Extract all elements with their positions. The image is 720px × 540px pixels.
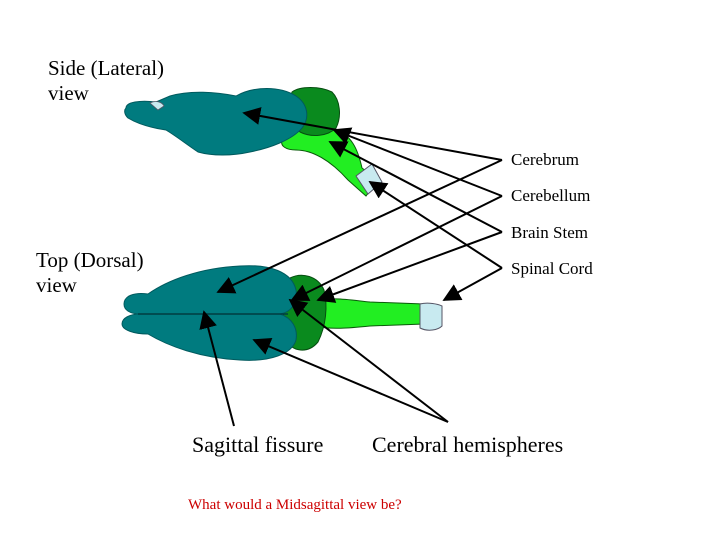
dorsal-cerebrum-hemisphere-right	[121, 313, 297, 361]
dorsal-cerebrum-hemisphere-left	[123, 265, 297, 315]
dorsal-view-label-line2: view	[36, 273, 77, 298]
cerebral-hemispheres-label: Cerebral hemispheres	[372, 432, 564, 457]
brain-stem-label: Brain Stem	[511, 223, 588, 242]
dorsal-spinal-cord	[315, 298, 425, 329]
lateral-view-label-line1: Side (Lateral)	[48, 56, 165, 80]
dorsal-view-label-line1: Top (Dorsal)	[36, 248, 144, 272]
lateral-view-label: Side (Lateral) view	[48, 56, 164, 106]
spinal-cord-label: Spinal Cord	[511, 259, 593, 278]
cerebellum-label: Cerebellum	[511, 186, 591, 205]
midsagittal-question: What would a Midsagittal view be?	[188, 497, 402, 513]
dorsal-spinal-cord-cut	[419, 302, 443, 331]
pointer-lines	[199, 107, 503, 427]
dorsal-view-label: Top (Dorsal) view	[36, 248, 144, 298]
lateral-cerebrum	[124, 88, 308, 156]
cerebrum-label: Cerebrum	[511, 150, 579, 169]
dorsal-brain	[121, 265, 443, 361]
sagittal-fissure-label: Sagittal fissure	[192, 432, 324, 457]
lateral-view-label-line2: view	[48, 81, 89, 106]
